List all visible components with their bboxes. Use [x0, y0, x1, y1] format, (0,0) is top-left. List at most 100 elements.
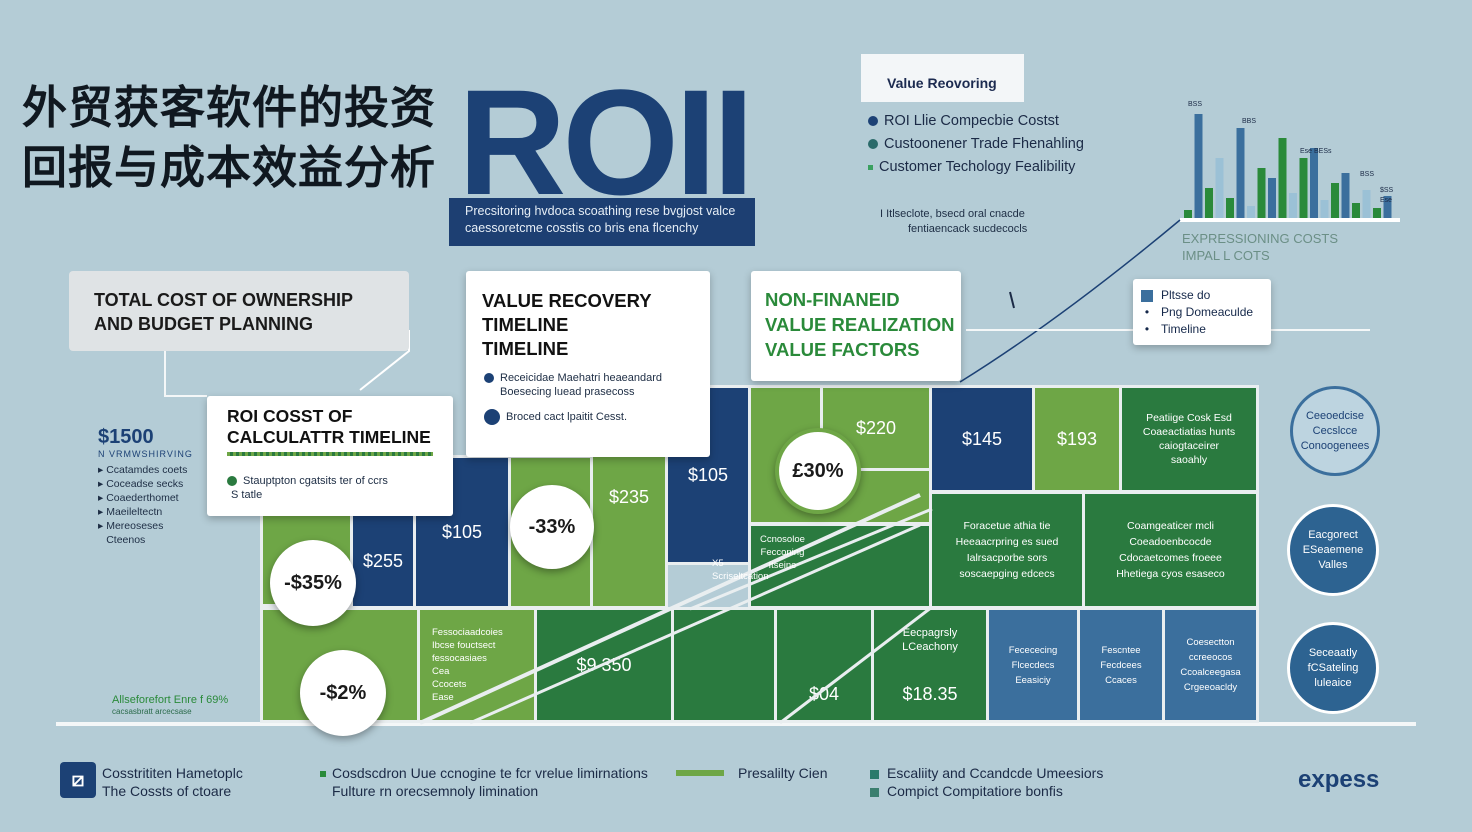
mini-bar: [1236, 128, 1245, 218]
cell-value: $193: [1056, 428, 1098, 449]
mini-bar: [1341, 173, 1350, 218]
top-legend-notes: I Itlseclote, bsecd oral cnacde fentiaen…: [880, 207, 1027, 237]
grid-cell: $193: [1032, 385, 1122, 493]
bullet-icon: •: [1144, 322, 1150, 336]
mini-bar: [1362, 190, 1371, 218]
cell-value: $18.35: [902, 683, 958, 704]
mini-bar: [1289, 193, 1297, 218]
bullet-icon: [484, 387, 494, 398]
roi-subtitle-line-1: Precsitoring hvdoca scoathing rese bvgjo…: [465, 204, 736, 218]
cell-value: $04: [808, 683, 840, 704]
bullet-icon: [868, 139, 878, 150]
roi-subtitle-banner: Precsitoring hvdoca scoathing rese bvgjo…: [449, 198, 755, 246]
diagonal-stripes: [419, 493, 933, 725]
roi-subtitle-line-2: caessoretcme cosstis co bris ena flcench…: [465, 221, 699, 235]
cell-note: Ccnosoloe Fecconing Itseine: [760, 534, 805, 571]
value-recovering-box: Value Reovoring: [861, 54, 1024, 102]
percentage-circle: £30%: [775, 428, 861, 514]
list-item: ▸ Mereoseses: [98, 520, 164, 532]
list-item: ▸ Maeileltectn: [98, 506, 163, 518]
bullet-icon: •: [1144, 305, 1150, 319]
mini-bar: [1278, 138, 1287, 218]
top-legend: ROI Llie Compecbie Costst Custoonener Tr…: [868, 110, 1084, 179]
chart-label: Ese BESs: [1300, 148, 1332, 155]
percentage-circle: -33%: [510, 485, 594, 569]
list-item: Receicidae Maehatri heaeandard: [484, 371, 662, 385]
mini-bar: [1299, 158, 1308, 218]
tco-card-line: AND BUDGET PLANNING: [94, 314, 313, 334]
list-item: S tatle: [231, 489, 263, 501]
arrow-icon: ▸: [98, 492, 107, 504]
connector-line: [164, 351, 207, 397]
bullet-icon: [227, 476, 237, 487]
chart-caption-line: EXPRESSIONING COSTS: [1182, 231, 1339, 246]
value-recovery-card: VALUE RECOVERY TIMELINE TIMELINE Receici…: [466, 271, 710, 457]
right-legend-item: •Png Domeaculde: [1141, 304, 1271, 321]
left-stat-label: N VRMWSHIRVING: [98, 449, 193, 459]
roi-cost-list: Stauptpton cgatsits ter of ccrs S tatle: [227, 474, 388, 502]
footer-middle: Cosdscdron Uue ccnogine te fcr vrelue li…: [320, 764, 648, 800]
footer-item: Compict Compitatiore bonfis: [870, 782, 1103, 800]
chinese-title: 外贸获客软件的投资 回报与成本效益分析: [22, 78, 436, 198]
value-recovery-list: Receicidae Maehatri heaeandard Boesecing…: [484, 371, 662, 425]
arrow-icon: ▸: [98, 520, 107, 532]
roi-cost-heading: ROI COSST OF CALCULATTR TIMELINE: [227, 406, 431, 447]
list-item: Stauptpton cgatsits ter of ccrs: [227, 474, 388, 488]
chart-label: BBS: [1242, 118, 1256, 125]
trend-line: [959, 219, 1181, 383]
swatch-icon: [1141, 289, 1153, 302]
bottom-left-note: Allseforefort Enre f 69% cacsasbratt arc…: [112, 694, 229, 716]
percentage-circle: -$35%: [270, 540, 356, 626]
cell-value: $105: [687, 464, 729, 485]
arrow-icon: ▸: [98, 506, 107, 518]
note-line: fentiaencack sucdecocls: [908, 223, 1028, 235]
chart-caption: EXPRESSIONING COSTS IMPAL L COTS: [1182, 230, 1338, 264]
cell-note: X5 Scriseltcation: [712, 558, 769, 582]
chart-label: $SS: [1380, 187, 1394, 194]
top-legend-item: Customer Techology Fealibility: [868, 156, 1084, 179]
divider: [227, 452, 433, 456]
bullet-icon: [868, 164, 873, 170]
mini-bar: [1352, 203, 1360, 218]
footer-left: Cosstrititen Hametoplc The Cossts of cto…: [102, 765, 243, 799]
footer-label: Presalilty Cien: [738, 765, 828, 781]
bullet-icon: [320, 771, 326, 778]
bullet-icon: [484, 409, 500, 425]
left-stat-list: ▸ Ccatamdes coets ▸ Coceadse secks ▸ Coa…: [98, 463, 193, 547]
connector-line: [359, 330, 410, 391]
cell-value: $220: [855, 417, 897, 438]
tco-card: TOTAL COST OF OWNERSHIP AND BUDGET PLANN…: [69, 271, 409, 351]
mini-bar: [1320, 200, 1329, 218]
chinese-title-line-1: 外贸获客软件的投资: [22, 81, 437, 134]
left-stat-value: $1500: [98, 426, 154, 448]
swatch-icon: [870, 787, 879, 797]
tick-mark: [1009, 291, 1015, 309]
mini-bar: [1215, 158, 1224, 218]
mini-bar: [1205, 188, 1213, 218]
left-stats: $1500 N VRMWSHIRVING ▸ Ccatamdes coets ▸…: [98, 426, 193, 547]
brand-logo: expess: [1298, 766, 1380, 793]
footer-right: Escaliity and Ccandcde Umeesiors Compict…: [870, 764, 1103, 800]
footer-item: Escaliity and Ccandcde Umeesiors: [870, 764, 1103, 782]
note-line: I Itlseclote, bsecd oral cnacde: [880, 208, 1025, 220]
chinese-title-line-2: 回报与成本效益分析: [22, 141, 437, 194]
cell-value: $235: [608, 486, 650, 507]
swatch-icon: [676, 770, 724, 776]
list-item: ▸ Ccatamdes coets: [98, 464, 188, 476]
cell-value: $105: [441, 521, 483, 542]
roi-heading: ROII: [458, 58, 754, 226]
list-item: Boesecing luead prasecoss: [484, 385, 662, 399]
footer-item: Cosdscdron Uue ccnogine te fcr vrelue li…: [320, 764, 648, 782]
chart-label: BSS: [1360, 171, 1374, 178]
top-legend-item: ROI Llie Compecbie Costst: [868, 110, 1084, 133]
swatch-icon: [870, 769, 879, 779]
mini-bar: [1194, 114, 1203, 218]
list-item: Broced cact lpaitit Cesst.: [484, 409, 662, 425]
